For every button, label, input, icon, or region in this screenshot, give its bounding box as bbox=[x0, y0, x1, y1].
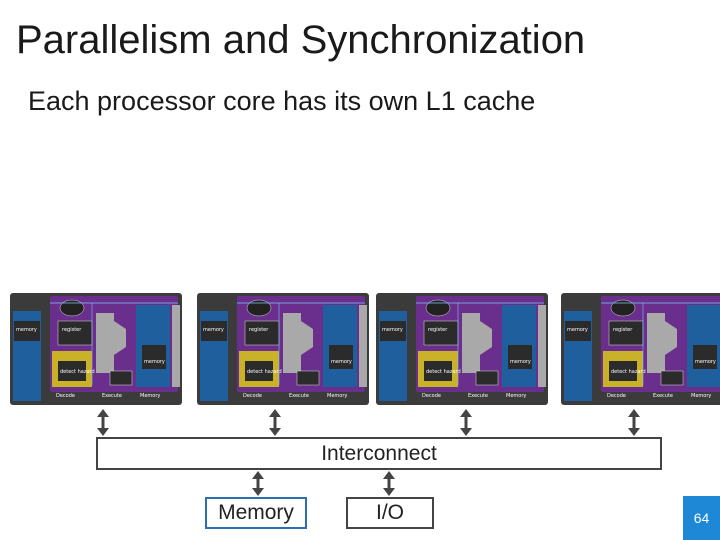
instruction-memory bbox=[565, 321, 591, 341]
mux-column bbox=[647, 313, 665, 373]
alu bbox=[301, 321, 313, 355]
control-unit bbox=[425, 299, 451, 317]
writeback-stage bbox=[359, 305, 367, 387]
register-file bbox=[423, 320, 459, 346]
register-file-label: register bbox=[62, 327, 82, 333]
data-memory-label: memory bbox=[331, 359, 352, 365]
memory-label: Memory bbox=[218, 501, 294, 524]
control-unit bbox=[246, 299, 272, 317]
hazard-detect-label: detect hazard bbox=[247, 369, 282, 375]
writeback-stage bbox=[172, 305, 180, 387]
slide-subtitle: Each processor core has its own L1 cache bbox=[28, 86, 536, 116]
writeback-stage bbox=[538, 305, 546, 387]
interconnect-label: Interconnect bbox=[321, 441, 437, 465]
slide-title: Parallelism and Synchronization bbox=[16, 18, 586, 62]
memory-stage-label: Memory bbox=[691, 393, 711, 399]
hazard-detect-label: detect hazard bbox=[60, 369, 95, 375]
mux-column bbox=[96, 313, 114, 373]
mux-column bbox=[462, 313, 480, 373]
alu bbox=[665, 321, 677, 355]
instruction-memory-label: memory bbox=[567, 327, 588, 333]
hazard-detect-label: detect hazard bbox=[611, 369, 646, 375]
memory-box: Memory bbox=[205, 497, 307, 529]
register-file bbox=[57, 320, 93, 346]
instruction-memory bbox=[380, 321, 406, 341]
io-label: I/O bbox=[375, 501, 404, 524]
memory-stage-label: Memory bbox=[140, 393, 160, 399]
alu bbox=[480, 321, 492, 355]
register-file bbox=[244, 320, 280, 346]
io-arrow bbox=[383, 471, 395, 496]
instruction-memory-label: memory bbox=[203, 327, 224, 333]
data-memory-label: memory bbox=[144, 359, 165, 365]
decode-label: Decode bbox=[56, 393, 75, 399]
core-3-arrow bbox=[460, 409, 472, 436]
forward-unit bbox=[296, 370, 320, 386]
interconnect-box: Interconnect bbox=[96, 437, 662, 470]
register-file-label: register bbox=[613, 327, 633, 333]
core-1-arrow bbox=[97, 409, 109, 436]
execute-label: Execute bbox=[289, 393, 309, 399]
execute-label: Execute bbox=[653, 393, 673, 399]
data-memory bbox=[508, 345, 532, 369]
memory-stage-label: Memory bbox=[327, 393, 347, 399]
data-memory-label: memory bbox=[695, 359, 716, 365]
instruction-memory-label: memory bbox=[16, 327, 37, 333]
data-memory bbox=[693, 345, 717, 369]
instruction-memory-label: memory bbox=[382, 327, 403, 333]
alu bbox=[114, 321, 126, 355]
control-unit bbox=[59, 299, 85, 317]
core-2-arrow bbox=[269, 409, 281, 436]
data-memory bbox=[329, 345, 353, 369]
forward-unit bbox=[660, 370, 684, 386]
core-4-arrow bbox=[628, 409, 640, 436]
io-box: I/O bbox=[346, 497, 434, 529]
hazard-detect bbox=[58, 361, 86, 381]
hazard-detect bbox=[245, 361, 273, 381]
memory-stage-label: Memory bbox=[506, 393, 526, 399]
connection-arrows bbox=[97, 409, 640, 496]
execute-label: Execute bbox=[468, 393, 488, 399]
register-file bbox=[608, 320, 644, 346]
decode-label: Decode bbox=[422, 393, 441, 399]
instruction-memory bbox=[14, 321, 40, 341]
hazard-detect-label: detect hazard bbox=[426, 369, 461, 375]
page-number-badge: 64 bbox=[683, 496, 720, 540]
hazard-detect bbox=[609, 361, 637, 381]
register-file-label: register bbox=[428, 327, 448, 333]
forward-unit bbox=[475, 370, 499, 386]
forward-unit bbox=[109, 370, 133, 386]
instruction-memory bbox=[201, 321, 227, 341]
decode-label: Decode bbox=[607, 393, 626, 399]
memory-arrow bbox=[252, 471, 264, 496]
page-number: 64 bbox=[693, 510, 710, 526]
execute-label: Execute bbox=[102, 393, 122, 399]
hazard-detect bbox=[424, 361, 452, 381]
register-file-label: register bbox=[249, 327, 269, 333]
decode-label: Decode bbox=[243, 393, 262, 399]
data-memory bbox=[142, 345, 166, 369]
data-memory-label: memory bbox=[510, 359, 531, 365]
control-unit bbox=[610, 299, 636, 317]
mux-column bbox=[283, 313, 301, 373]
